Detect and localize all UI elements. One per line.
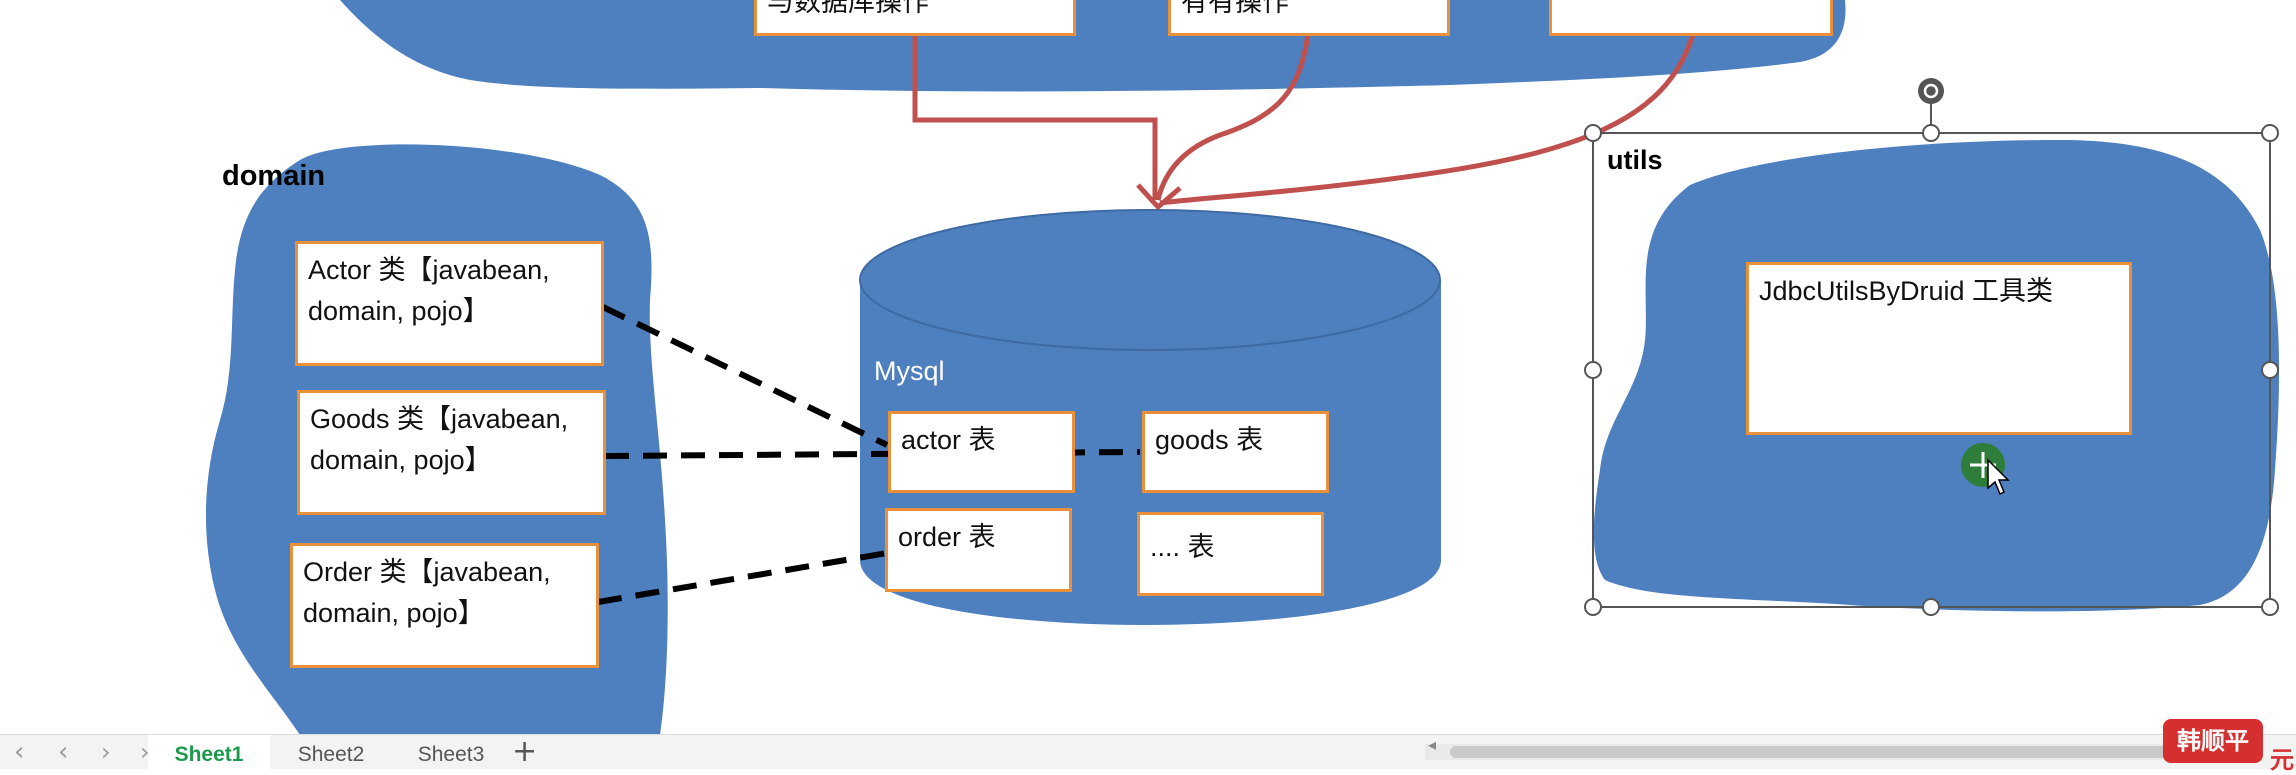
- nav-prev-icon[interactable]: ‹: [58, 737, 69, 767]
- top-box-1: 与数据库操作: [754, 0, 1076, 36]
- top-box-2: 有有操作: [1168, 0, 1450, 36]
- goods-class-line1: Goods 类【javabean,: [310, 404, 569, 434]
- top-box-3: [1549, 0, 1833, 36]
- dash-order: [597, 550, 888, 605]
- tab-sheet1[interactable]: Sheet1: [148, 735, 270, 769]
- goods-table-label: goods 表: [1155, 425, 1264, 455]
- arrow-1: [912, 34, 1158, 200]
- add-sheet-button[interactable]: +: [512, 734, 538, 769]
- top-box-2-text: 有有操作: [1181, 0, 1289, 17]
- order-table-box[interactable]: order 表: [885, 508, 1072, 592]
- nav-next-icon[interactable]: ›: [101, 738, 111, 766]
- nav-first-icon[interactable]: ‹: [14, 737, 25, 767]
- domain-title: domain: [222, 160, 326, 192]
- order-class-box[interactable]: Order 类【javabean, domain, pojo】: [290, 543, 599, 668]
- handle-tr[interactable]: [2261, 124, 2279, 142]
- move-cursor-icon: [1961, 443, 2010, 496]
- jdbc-utils-box[interactable]: JdbcUtilsByDruid 工具类: [1746, 262, 2132, 435]
- handle-bl[interactable]: [1584, 598, 1602, 616]
- watermark-tail: 元: [2270, 746, 2294, 774]
- resize-handles[interactable]: [1584, 124, 2279, 616]
- order-class-line1: Order 类【javabean,: [303, 557, 551, 587]
- horizontal-scrollbar-thumb[interactable]: [1450, 746, 2220, 758]
- mysql-cylinder-top: [859, 209, 1441, 351]
- actor-table-box[interactable]: actor 表: [888, 411, 1075, 493]
- watermark-badge: 韩顺平: [2163, 719, 2263, 763]
- actor-class-line1: Actor 类【javabean,: [308, 255, 550, 285]
- top-group-blob: [340, 0, 1846, 92]
- order-table-label: order 表: [898, 522, 996, 552]
- handle-mr[interactable]: [2261, 361, 2279, 379]
- arrow-2: [1155, 33, 1311, 201]
- rotate-handle-icon[interactable]: [1918, 78, 1944, 104]
- scroll-left-icon[interactable]: ◂: [1428, 735, 1437, 754]
- dash-goods: [604, 449, 1141, 459]
- dash-actor: [601, 304, 889, 448]
- etc-table-box[interactable]: .... 表: [1137, 512, 1324, 596]
- arrow-3: [1159, 33, 1696, 206]
- actor-class-line2: domain, pojo】: [308, 296, 490, 326]
- tab-sheet2[interactable]: Sheet2: [297, 743, 365, 766]
- handle-tl[interactable]: [1584, 124, 1602, 142]
- handle-tc[interactable]: [1922, 124, 1940, 142]
- goods-class-line2: domain, pojo】: [310, 445, 492, 475]
- red-arrows: [912, 33, 1696, 210]
- arrowhead: [1136, 183, 1182, 210]
- handle-bc[interactable]: [1922, 598, 1940, 616]
- tab-sheet3[interactable]: Sheet3: [417, 743, 485, 766]
- selection-frame[interactable]: [1584, 78, 2279, 616]
- handle-ml[interactable]: [1584, 361, 1602, 379]
- dashed-connectors: [597, 304, 1141, 605]
- mysql-title: Mysql: [874, 356, 945, 386]
- goods-table-box[interactable]: goods 表: [1142, 411, 1329, 493]
- order-class-line2: domain, pojo】: [303, 598, 485, 628]
- utils-title: utils: [1607, 145, 1663, 175]
- etc-table-label: .... 表: [1150, 532, 1215, 562]
- actor-table-label: actor 表: [901, 425, 996, 455]
- handle-br[interactable]: [2261, 598, 2279, 616]
- top-box-1-text: 与数据库操作: [767, 0, 929, 17]
- actor-class-box[interactable]: Actor 类【javabean, domain, pojo】: [295, 241, 604, 366]
- goods-class-box[interactable]: Goods 类【javabean, domain, pojo】: [297, 390, 606, 515]
- jdbc-utils-label: JdbcUtilsByDruid 工具类: [1759, 276, 2054, 306]
